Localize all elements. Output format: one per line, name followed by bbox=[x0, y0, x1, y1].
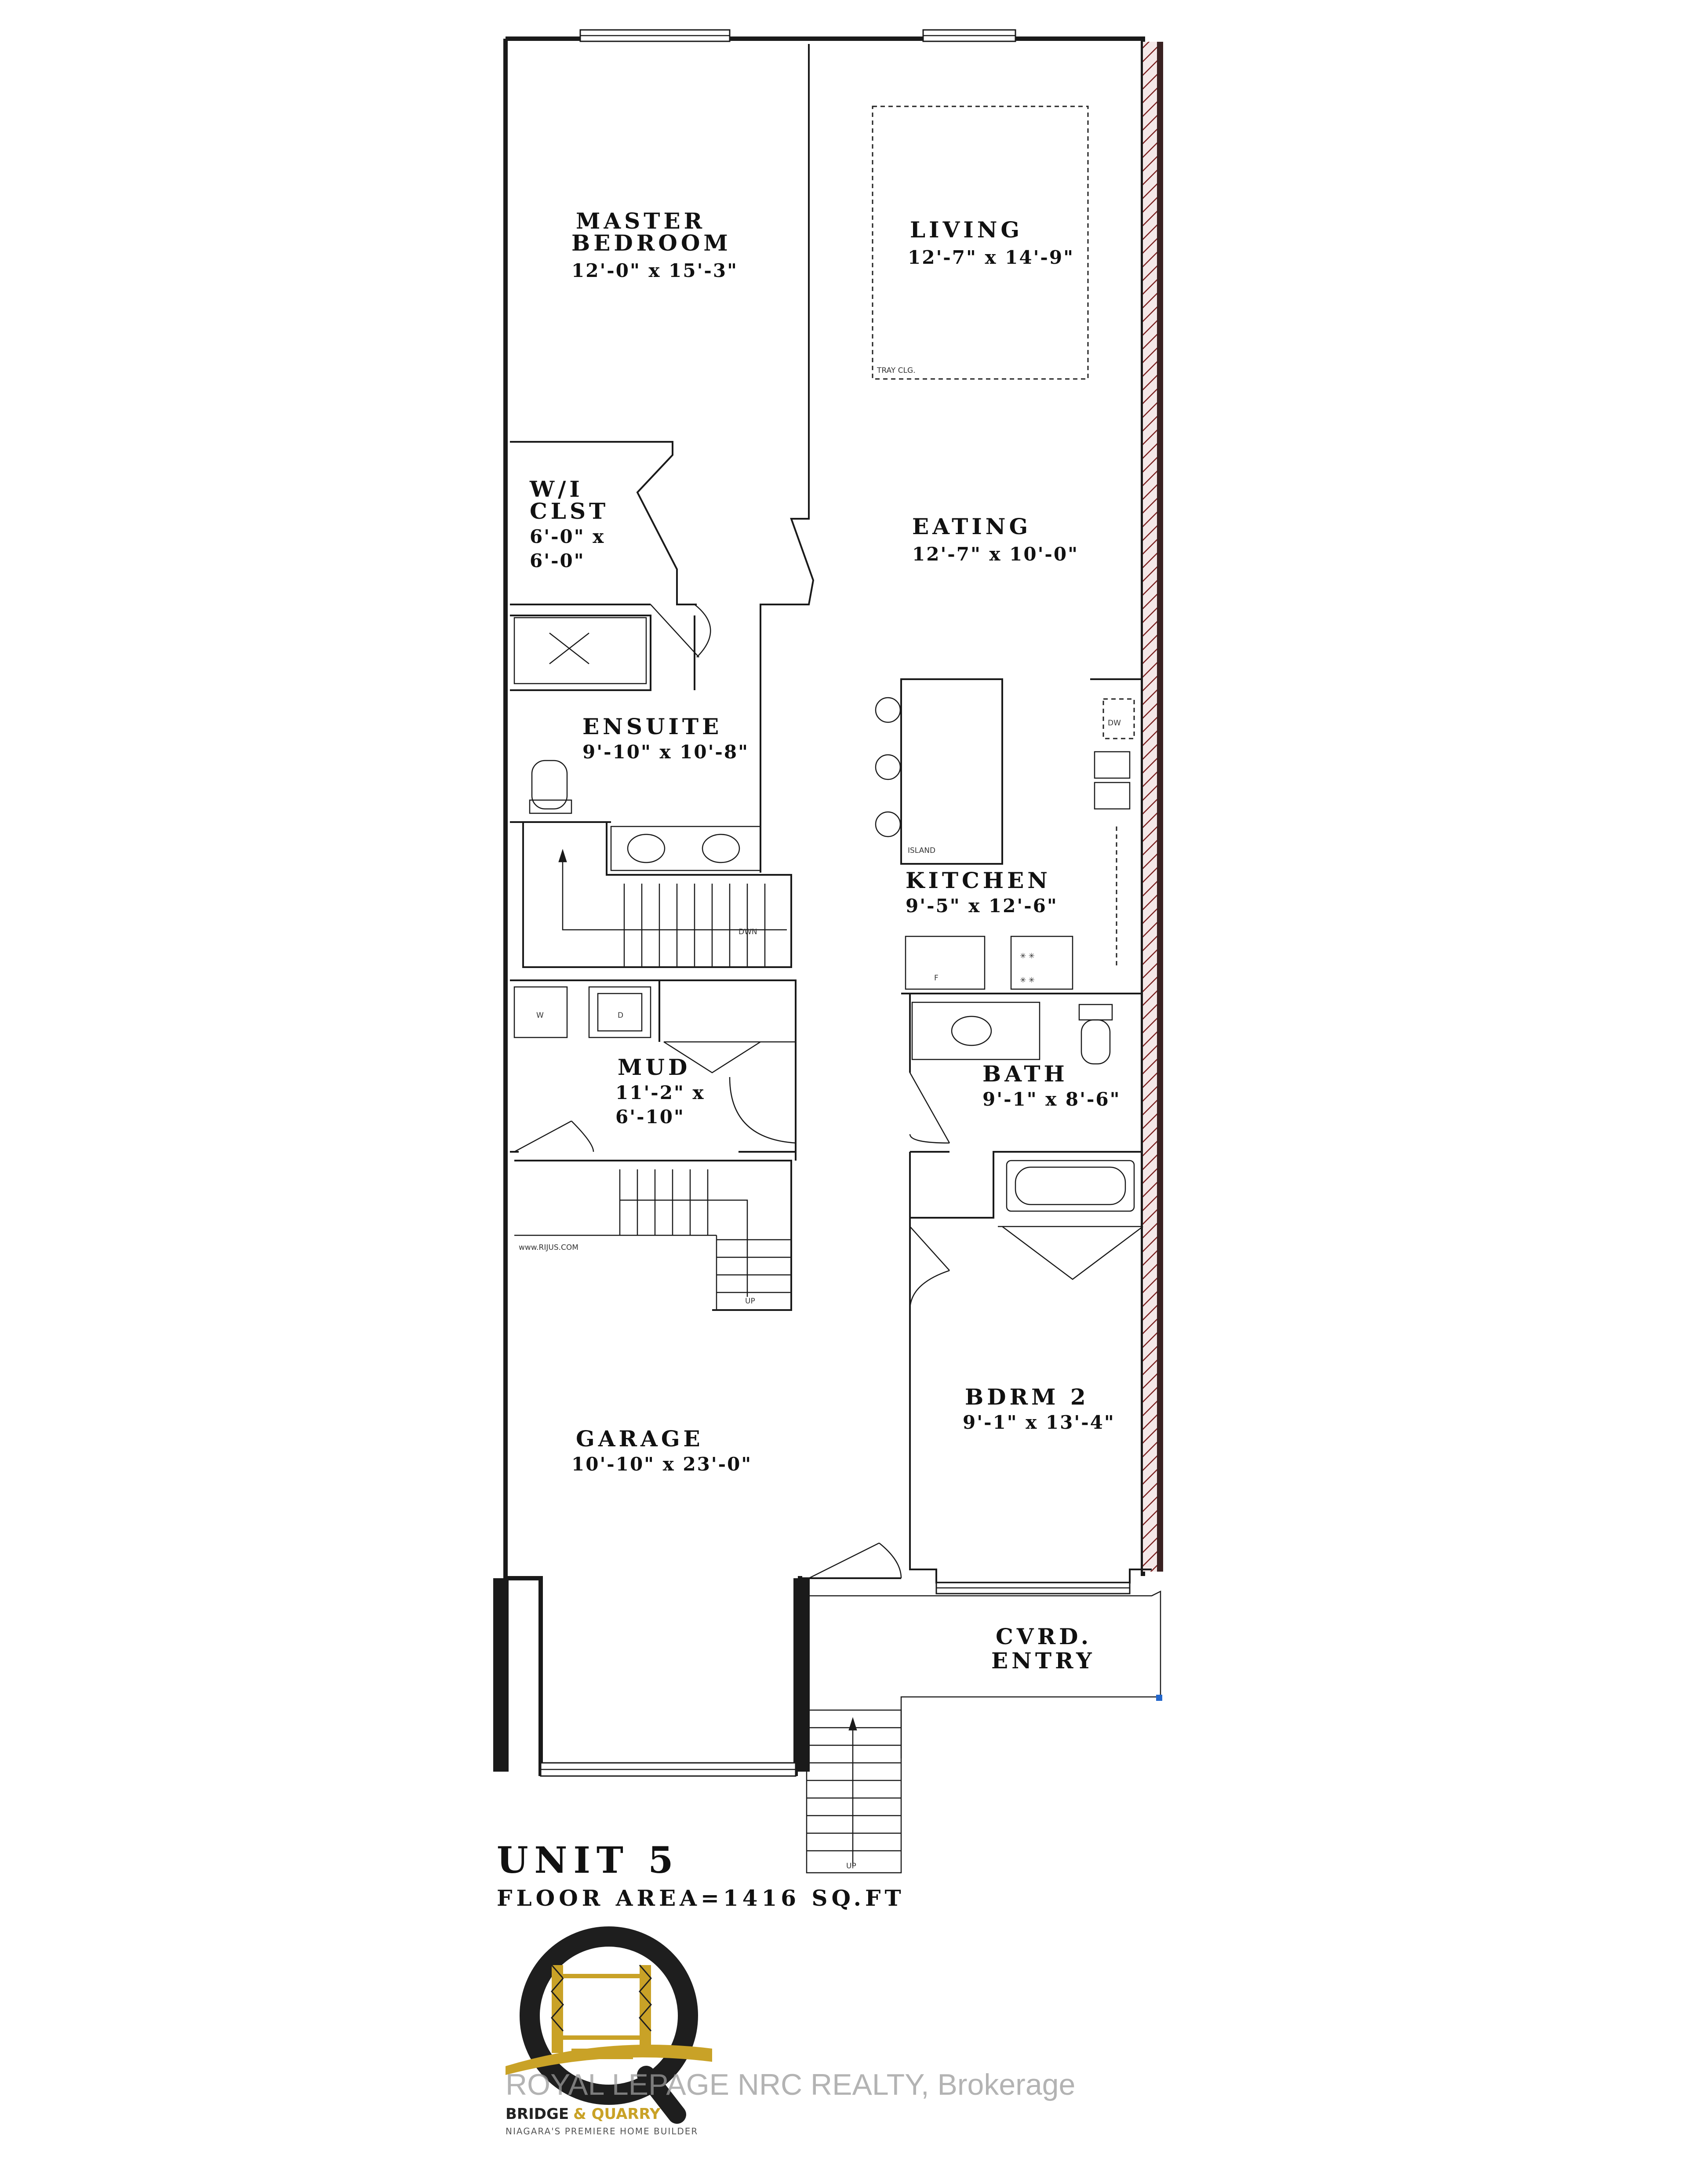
dishwasher-label: DW bbox=[1108, 719, 1121, 728]
tray-ceiling-outline bbox=[872, 106, 1089, 380]
eating-dims: 12'-7" x 10'-0" bbox=[912, 543, 1079, 565]
kitchen-name: KITCHEN bbox=[906, 867, 1051, 893]
ensuite-name: ENSUITE bbox=[582, 713, 722, 739]
eating-name: EATING bbox=[912, 513, 1031, 539]
exterior-walls bbox=[493, 36, 1163, 1776]
bedroom2-dims: 9'-1" x 13'-4" bbox=[963, 1412, 1115, 1433]
wi-closet-dims-1: 6'-0" x bbox=[530, 526, 605, 547]
fridge bbox=[905, 935, 986, 990]
bath-vanity bbox=[911, 1001, 1040, 1060]
garage-dims: 10'-10" x 23'-0" bbox=[571, 1453, 752, 1475]
brick-veneer bbox=[1143, 42, 1157, 1572]
range bbox=[1010, 935, 1073, 990]
living-dims: 12'-7" x 14'-9" bbox=[908, 247, 1074, 268]
brand-name-part2: & QUARRY bbox=[573, 2105, 661, 2123]
bedroom2-name: BDRM 2 bbox=[965, 1384, 1089, 1410]
mud-dims-1: 11'-2" x bbox=[615, 1082, 705, 1103]
interior-walls bbox=[510, 44, 815, 1777]
kitchen-island bbox=[900, 678, 1003, 865]
stair-down-label: DWN bbox=[738, 928, 757, 936]
wi-closet-dims-2: 6'-0" bbox=[530, 550, 585, 571]
stair-up-label: UP bbox=[745, 1297, 755, 1306]
bath-name: BATH bbox=[982, 1061, 1068, 1087]
watermark: ROYAL LEPAGE NRC REALTY, Brokerage bbox=[506, 2068, 1075, 2101]
bridge-quarry-logo: BRIDGE & QUARRY NIAGARA'S PREMIERE HOME … bbox=[506, 1926, 712, 2137]
top-windows bbox=[579, 29, 1016, 42]
entry-stair-up-label: UP bbox=[846, 1862, 856, 1871]
master-bedroom-name-2: BEDROOM bbox=[571, 230, 731, 256]
svg-text:✳ ✳: ✳ ✳ bbox=[1020, 952, 1035, 961]
mud-name: MUD bbox=[618, 1054, 691, 1080]
tray-ceiling-note: TRAY CLG. bbox=[877, 366, 916, 375]
bathtub bbox=[1006, 1160, 1135, 1212]
bath-dims: 9'-1" x 8'-6" bbox=[982, 1088, 1121, 1110]
svg-text:✳ ✳: ✳ ✳ bbox=[1020, 976, 1035, 985]
floor-area: FLOOR AREA=1416 SQ.FT bbox=[497, 1885, 905, 1911]
master-bedroom-name-1: MASTER bbox=[576, 208, 706, 234]
mud-dims-2: 6'-10" bbox=[615, 1106, 685, 1128]
wi-closet-name-2: CLST bbox=[530, 498, 609, 524]
ensuite-dims: 9'-10" x 10'-8" bbox=[582, 741, 749, 763]
living-name: LIVING bbox=[910, 217, 1023, 243]
right-rooms: ✳ ✳ ✳ ✳ bbox=[800, 106, 1162, 1874]
washer-label: W bbox=[536, 1011, 544, 1020]
master-bedroom-dims: 12'-0" x 15'-3" bbox=[571, 260, 738, 281]
svg-text:BRIDGE & QUARRY: BRIDGE & QUARRY bbox=[506, 2105, 661, 2123]
architect-credit: www.RIJUS.COM bbox=[519, 1243, 578, 1252]
brand-tagline: NIAGARA'S PREMIERE HOME BUILDER bbox=[506, 2126, 698, 2137]
room-labels: MASTER BEDROOM 12'-0" x 15'-3" LIVING 12… bbox=[519, 208, 1121, 1871]
covered-entry-name-2: ENTRY bbox=[991, 1648, 1095, 1674]
stair-down bbox=[558, 848, 787, 967]
wi-closet-name-1: W/I bbox=[529, 476, 583, 502]
garage-name: GARAGE bbox=[576, 1426, 704, 1452]
island-label: ISLAND bbox=[908, 846, 935, 855]
stair-up-garage bbox=[514, 1169, 791, 1310]
brand-name-part1: BRIDGE bbox=[506, 2105, 569, 2123]
dryer-label: D bbox=[618, 1011, 623, 1020]
fridge-label: F bbox=[934, 974, 939, 983]
unit-title: UNIT 5 bbox=[497, 1839, 679, 1882]
kitchen-dims: 9'-5" x 12'-6" bbox=[906, 895, 1058, 917]
stair-up-entry bbox=[806, 1709, 902, 1874]
covered-entry-name-1: CVRD. bbox=[996, 1623, 1092, 1649]
